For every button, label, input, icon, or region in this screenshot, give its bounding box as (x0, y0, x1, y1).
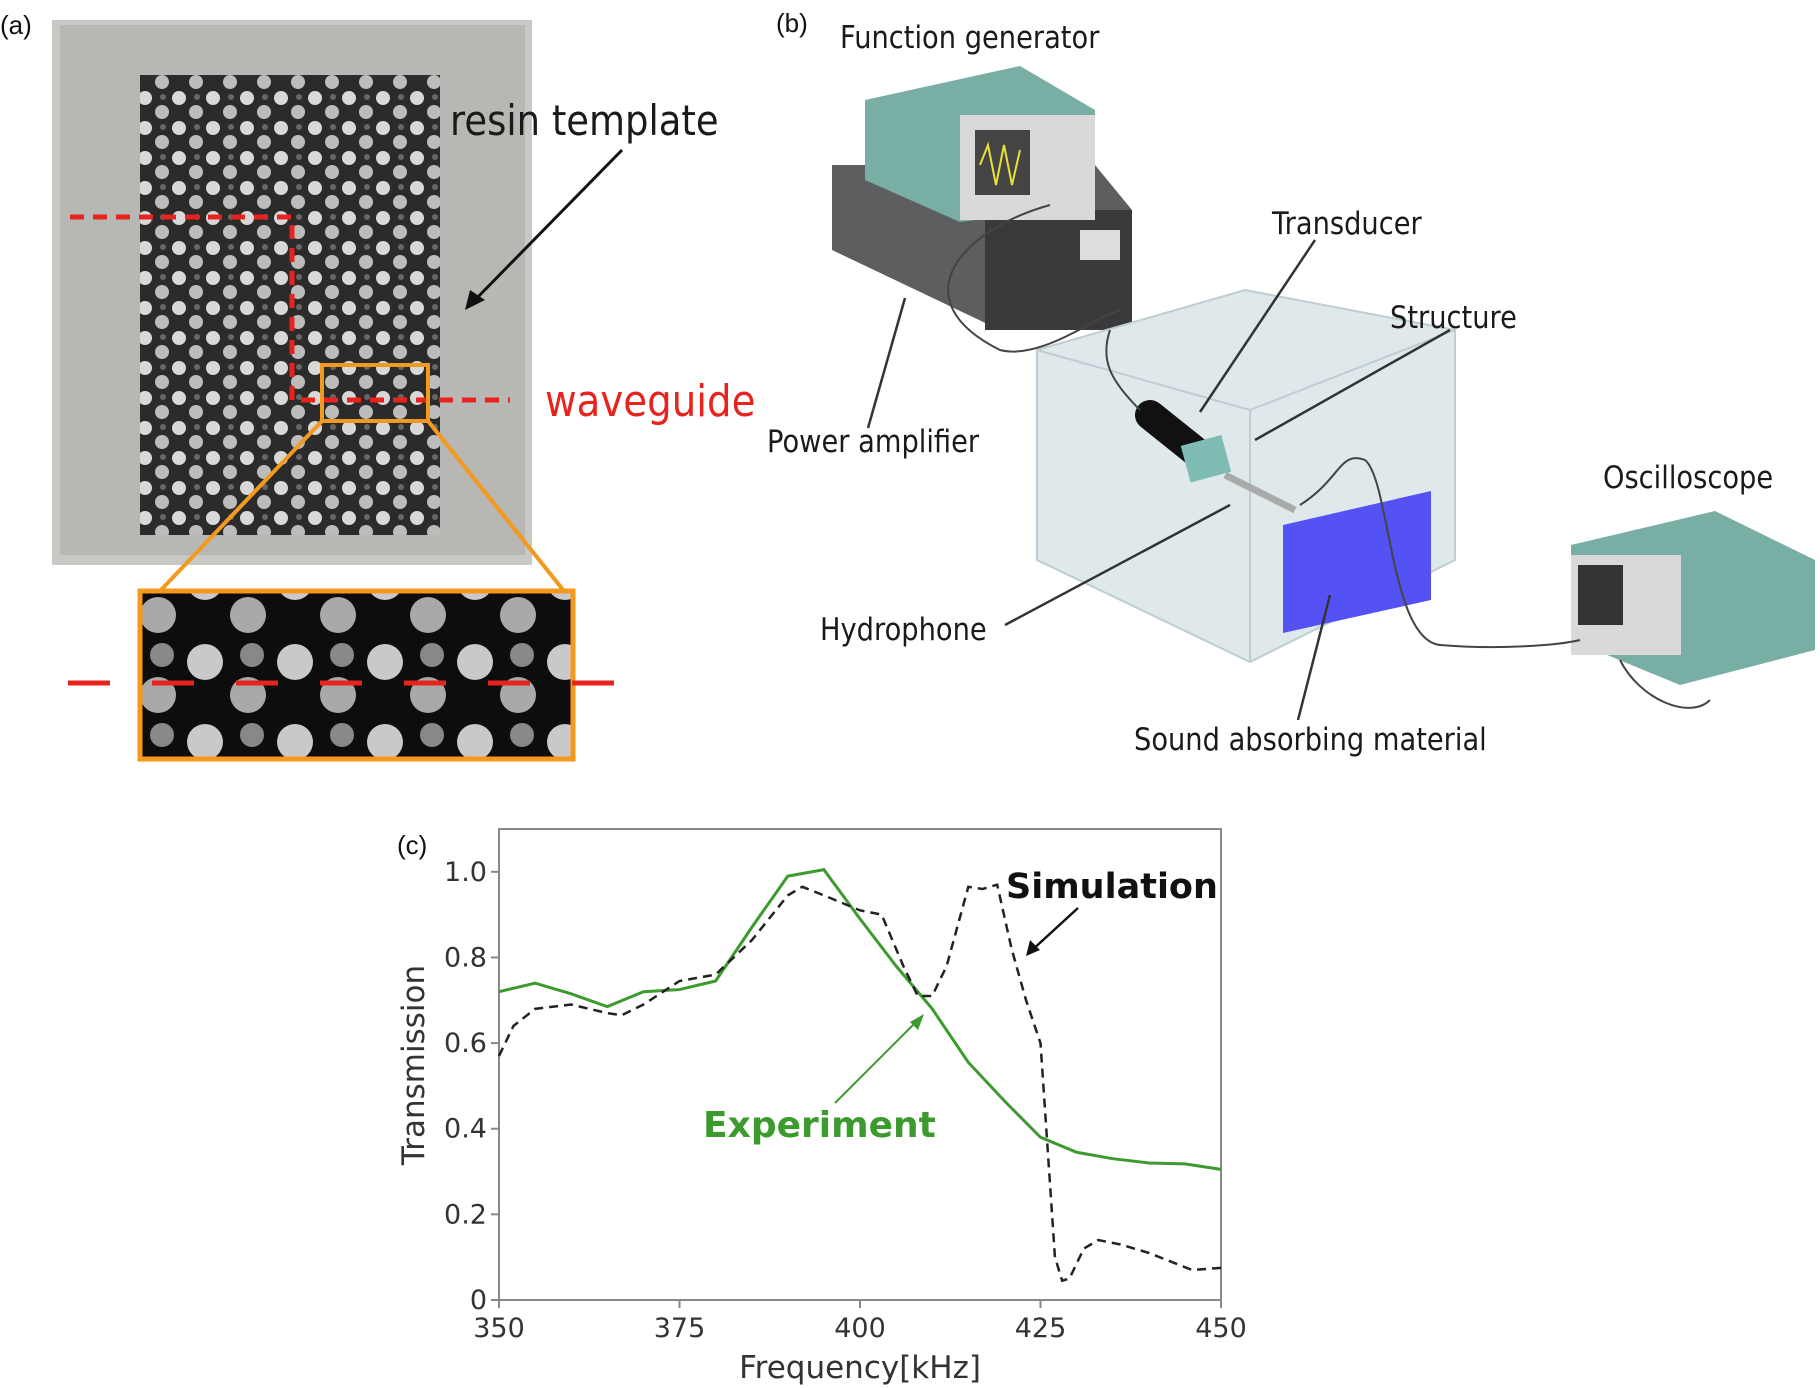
pointer-arrows (866, 239, 1451, 721)
function-generator (865, 66, 1095, 222)
hydrophone-label: Hydrophone (820, 612, 987, 648)
oscilloscope (1571, 511, 1815, 685)
sound-absorber (1283, 491, 1431, 633)
x-tick-label: 350 (473, 1313, 525, 1344)
annotation-arrows (834, 907, 1079, 1104)
transducer-label: Transducer (1272, 206, 1422, 242)
x-tick-label: 450 (1195, 1313, 1247, 1344)
legend-simulation: Simulation (1006, 867, 1218, 907)
resin-template-photo (52, 20, 532, 565)
y-tick-label: 0 (470, 1285, 487, 1316)
waveguide-label: waveguide (545, 376, 756, 427)
x-tick-label: 375 (654, 1313, 706, 1344)
waveguide-highlight-box (320, 363, 430, 423)
x-tick-label: 425 (1015, 1313, 1067, 1344)
waveguide-path (70, 214, 510, 403)
legend-experiment: Experiment (703, 1105, 936, 1146)
y-tick-label: 0.4 (444, 1114, 487, 1145)
sound-absorbing-label: Sound absorbing material (1134, 722, 1487, 758)
resin-arrow (470, 148, 624, 305)
y-tick-label: 1.0 (444, 857, 487, 888)
zoom-lines (158, 419, 566, 593)
function-generator-label: Function generator (840, 20, 1100, 56)
x-axis-label: Frequency[kHz] (739, 1350, 981, 1386)
y-tick-label: 0.6 (444, 1028, 487, 1059)
power-amplifier-label: Power amplifier (767, 424, 980, 460)
panel-a-label: (a) (0, 10, 32, 40)
y-axis-label: Transmission (396, 965, 432, 1166)
oscilloscope-label: Oscilloscope (1603, 460, 1774, 496)
structure-label: Structure (1390, 300, 1517, 336)
cables (947, 204, 1711, 709)
resin-template-label: resin template (450, 96, 719, 145)
y-tick-label: 0.2 (444, 1199, 487, 1230)
y-tick-label: 0.8 (444, 942, 487, 973)
series-simulation (497, 883, 1222, 1283)
inset-photo (68, 588, 622, 762)
panel-c-label: (c) (397, 830, 428, 860)
panel-b-label: (b) (776, 8, 808, 38)
transducer (1135, 400, 1297, 514)
x-tick-label: 400 (834, 1313, 886, 1344)
